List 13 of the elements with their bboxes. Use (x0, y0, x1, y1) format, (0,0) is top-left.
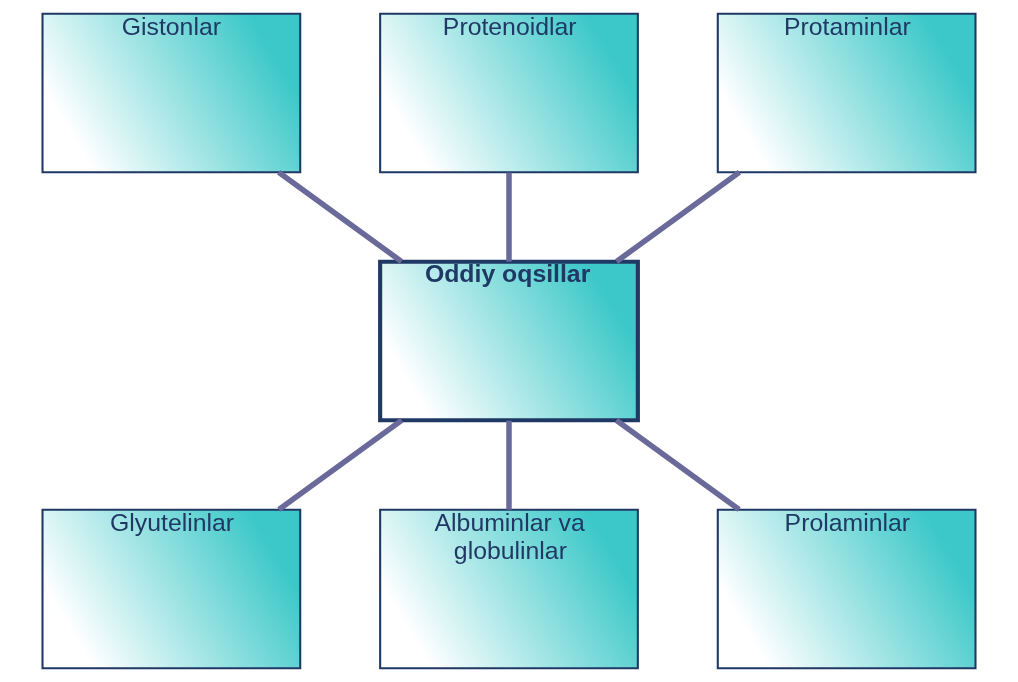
node-box: Glyutelinlar (41, 508, 302, 670)
connector (506, 420, 512, 510)
node-box: Prolaminlar (716, 508, 977, 670)
node-box: Gistonlar (41, 12, 302, 174)
connector (614, 170, 741, 264)
connector (277, 418, 404, 512)
node-box: Protaminlar (716, 12, 977, 174)
connector (614, 418, 741, 512)
node-box: Protenoidlar (379, 12, 639, 174)
node-box: Oddiy oqsillar (378, 259, 640, 423)
node-box: Albuminlar va globulinlar (379, 508, 639, 670)
connector (506, 172, 512, 262)
connector (277, 170, 404, 264)
